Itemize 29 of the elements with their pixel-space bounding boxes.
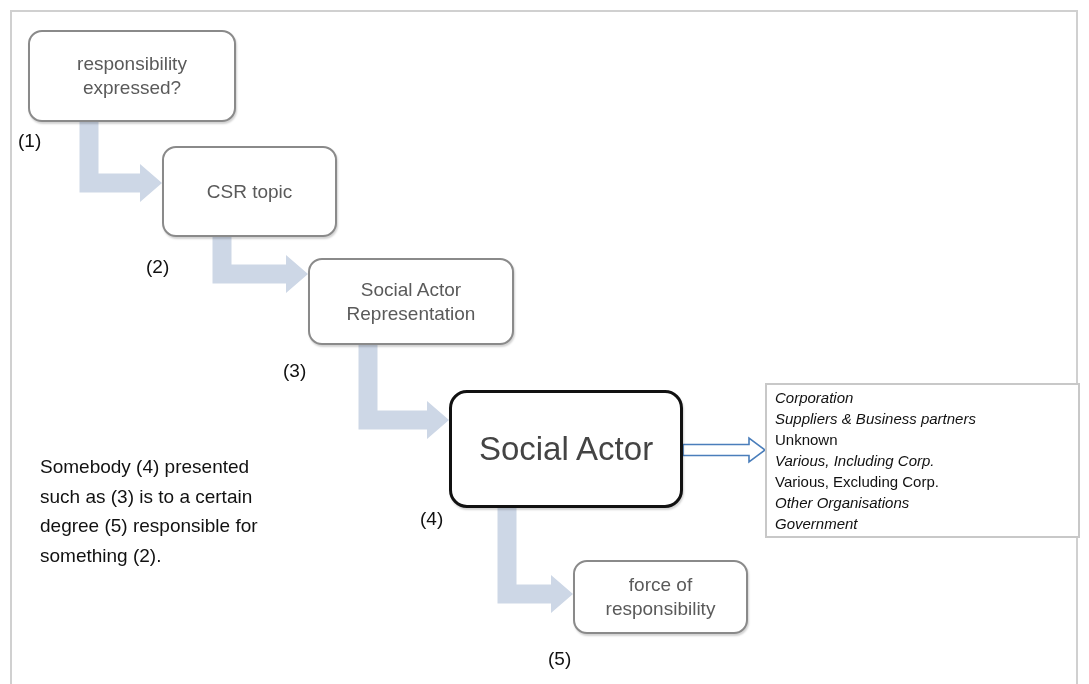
block-arrow — [497, 508, 573, 613]
box-label: responsibility expressed? — [76, 52, 188, 100]
step-number: (2) — [146, 256, 170, 278]
step-number: (4) — [420, 508, 444, 530]
list-item: Other Organisations — [775, 493, 910, 513]
list-item: Corporation — [775, 388, 854, 408]
list-item: Various, Including Corp. — [775, 451, 935, 471]
process-box — [162, 146, 337, 237]
box-label: force of responsibility — [604, 573, 717, 621]
process-box — [449, 390, 683, 508]
hollow-arrow — [682, 436, 767, 464]
box-label: Social Actor — [478, 429, 654, 470]
box-label: CSR topic — [206, 179, 293, 204]
list-box — [765, 383, 1080, 538]
step-number: (3) — [283, 360, 307, 382]
block-arrow — [79, 122, 162, 202]
block-arrow — [212, 237, 308, 293]
box-label: Social Actor Representation — [345, 277, 477, 326]
step-number: (1) — [18, 130, 42, 152]
block-arrow — [358, 345, 449, 439]
list-item: Suppliers & Business partners — [775, 409, 976, 429]
process-box — [308, 258, 514, 345]
step-number: (5) — [548, 648, 572, 670]
process-box — [573, 560, 748, 634]
process-box — [28, 30, 236, 122]
list-item: Various, Excluding Corp. — [775, 472, 939, 492]
note-text: Somebody (4) presented such as (3) is to a certain degree (5) responsible for something (2). — [40, 455, 259, 568]
list-item: Government — [775, 514, 858, 534]
list-item: Unknown — [775, 430, 838, 450]
